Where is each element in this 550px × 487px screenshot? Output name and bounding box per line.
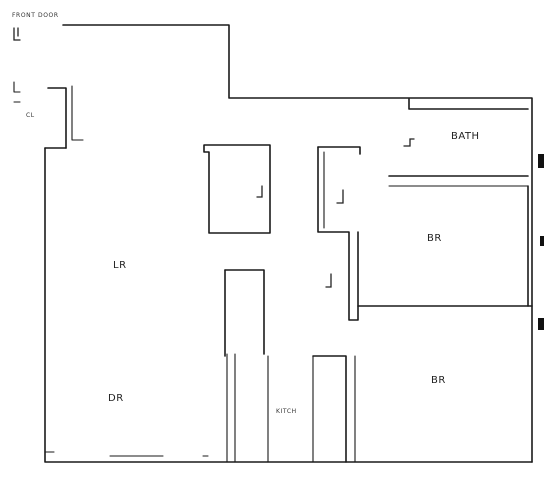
- center-hall-wall: [317, 146, 533, 321]
- kitchen-walls: [224, 269, 269, 463]
- front-door-marker: [13, 27, 21, 41]
- br-lower-label: BR: [431, 375, 446, 386]
- bath-walls: [388, 98, 529, 187]
- br-upper-label: BR: [427, 233, 442, 244]
- exterior-walls: [44, 24, 533, 463]
- bath-label: BATH: [451, 131, 480, 142]
- closet-cl: [13, 81, 21, 103]
- right-cabinet-walls: [312, 355, 356, 463]
- scan-edge-marks: [538, 154, 544, 330]
- closet-label: CL: [26, 112, 35, 119]
- lr-label: LR: [113, 260, 127, 271]
- dr-label: DR: [108, 393, 124, 404]
- kitchen-label: KITCH: [276, 408, 297, 415]
- bedroom-divider: [357, 185, 529, 307]
- bottom-wall-ticks: [44, 451, 209, 457]
- front-door-label: FRONT DOOR: [12, 12, 59, 19]
- center-closet: [203, 144, 271, 234]
